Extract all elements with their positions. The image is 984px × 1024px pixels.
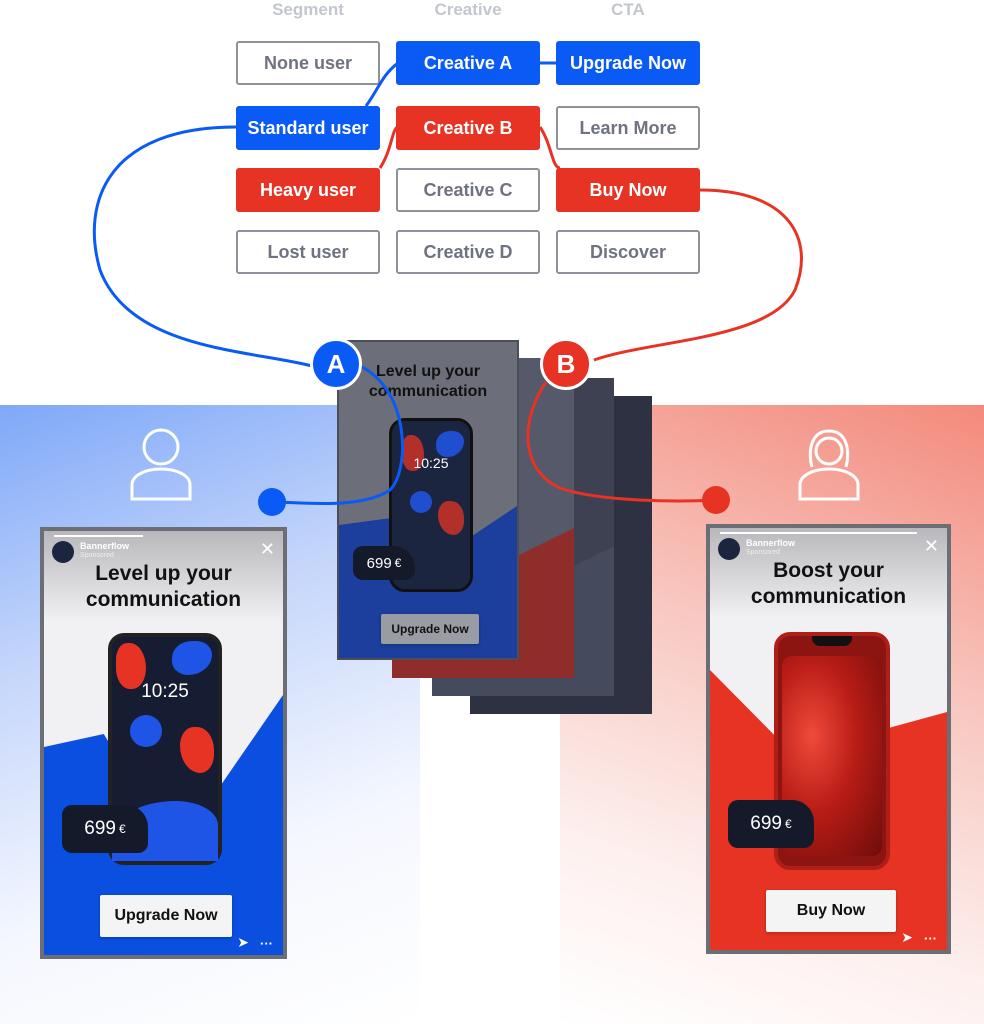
cta-upgrade-now[interactable]: Upgrade Now xyxy=(556,41,700,85)
ad-right-price: 699 xyxy=(750,813,782,834)
segment-none-user[interactable]: None user xyxy=(236,41,380,85)
stack-title-line2: communication xyxy=(368,383,488,400)
ad-right-title-line1: Boost your xyxy=(773,559,884,582)
ad-preview-right: Bannerflow Sponsored ✕ Boost your commun… xyxy=(706,524,951,954)
send-icon[interactable]: ➤ xyxy=(237,934,249,950)
sponsored-label: Sponsored xyxy=(746,549,780,556)
ad-left-title-line1: Level up your xyxy=(95,562,232,585)
blue-connector-dot xyxy=(258,488,286,516)
male-user-icon xyxy=(130,428,192,501)
ad-right-currency: € xyxy=(785,817,792,831)
segment-standard-user[interactable]: Standard user xyxy=(236,106,380,150)
ad-left-title-line2: communication xyxy=(85,588,242,611)
send-icon[interactable]: ➤ xyxy=(901,929,913,945)
female-user-icon xyxy=(798,429,860,501)
stack-currency: € xyxy=(394,556,402,570)
stacked-creative-front: Level up your communication 10:25 699€ U… xyxy=(337,340,519,660)
badge-a: A xyxy=(310,338,362,390)
column-header-cta: CTA xyxy=(611,0,645,19)
stack-price-tag: 699€ xyxy=(353,546,415,580)
ad-left-clock: 10:25 xyxy=(141,681,189,702)
ad-left-price-tag: 699€ xyxy=(62,805,148,853)
brand-name: Bannerflow xyxy=(80,541,130,551)
stack-price: 699 xyxy=(366,554,392,572)
brand-logo-icon xyxy=(52,541,74,563)
story-progress-bar xyxy=(54,535,143,537)
red-connector-to-ad xyxy=(526,381,717,503)
ad-right-title-line2: communication xyxy=(750,585,907,608)
sponsored-label: Sponsored xyxy=(80,552,114,559)
red-connector-segment-creative xyxy=(378,125,399,169)
creative-b[interactable]: Creative B xyxy=(396,106,540,150)
ad-left-cta-button[interactable]: Upgrade Now xyxy=(100,895,232,937)
ad-left-price: 699 xyxy=(84,818,116,839)
stack-clock: 10:25 xyxy=(413,455,449,471)
segment-lost-user[interactable]: Lost user xyxy=(236,230,380,274)
creative-c[interactable]: Creative C xyxy=(396,168,540,212)
close-icon[interactable]: ✕ xyxy=(923,536,939,556)
blue-connector-segment-creative xyxy=(364,61,399,107)
brand-logo-icon xyxy=(718,538,740,560)
red-connector-creative-cta xyxy=(538,126,561,170)
story-progress-bar xyxy=(720,532,917,534)
stack-title-line1: Level up your xyxy=(375,363,481,380)
segment-heavy-user[interactable]: Heavy user xyxy=(236,168,380,212)
ad-left-currency: € xyxy=(119,822,126,836)
ad-right-cta-button[interactable]: Buy Now xyxy=(766,890,896,932)
close-icon[interactable]: ✕ xyxy=(259,539,275,559)
column-header-segment: Segment xyxy=(272,0,344,19)
creative-d[interactable]: Creative D xyxy=(396,230,540,274)
badge-b: B xyxy=(540,338,592,390)
cta-learn-more[interactable]: Learn More xyxy=(556,106,700,150)
blue-connector-to-badge xyxy=(92,125,313,368)
column-header-creative: Creative xyxy=(434,0,502,19)
stack-cta-button[interactable]: Upgrade Now xyxy=(381,614,479,644)
ad-preview-left: Bannerflow Sponsored ✕ Level up your com… xyxy=(40,527,287,959)
cta-discover[interactable]: Discover xyxy=(556,230,700,274)
blue-connector-to-ad xyxy=(271,364,404,506)
cta-buy-now[interactable]: Buy Now xyxy=(556,168,700,212)
red-connector-dot xyxy=(702,486,730,514)
creative-a[interactable]: Creative A xyxy=(396,41,540,85)
red-connector-to-badge xyxy=(593,188,803,362)
more-icon[interactable]: ··· xyxy=(924,931,937,946)
more-icon[interactable]: ··· xyxy=(260,936,273,951)
brand-name: Bannerflow xyxy=(746,538,796,548)
ad-right-price-tag: 699€ xyxy=(728,800,814,848)
